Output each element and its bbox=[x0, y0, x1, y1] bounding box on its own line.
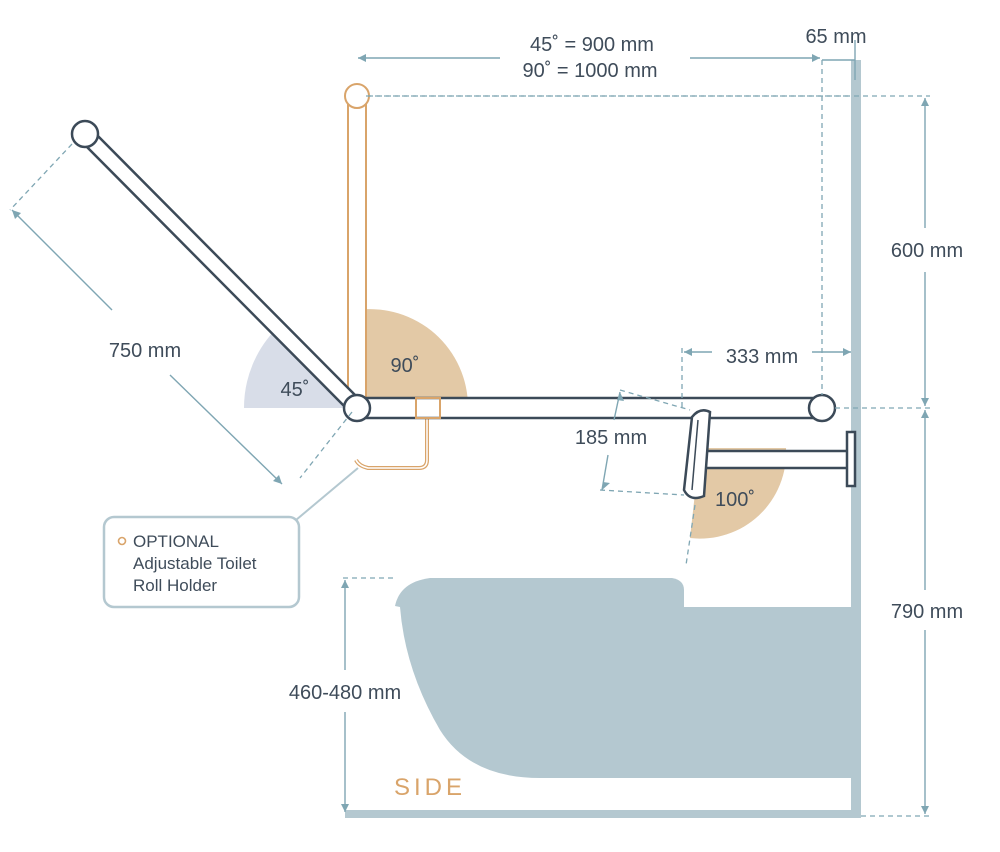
angle-100-sector bbox=[690, 448, 787, 539]
label-angle-90: 90˚ bbox=[391, 355, 420, 377]
dim-790 bbox=[921, 410, 929, 814]
floor bbox=[345, 810, 861, 818]
label-width-90: 90˚ = 1000 mm bbox=[522, 60, 657, 82]
dim-top-width bbox=[358, 54, 820, 62]
backrest-pad bbox=[682, 409, 712, 500]
label-angle-45: 45˚ bbox=[281, 379, 310, 401]
toilet-roll-holder bbox=[354, 416, 429, 470]
backrest-arm bbox=[702, 449, 850, 470]
wall-plate bbox=[845, 430, 857, 488]
callout-leader bbox=[295, 467, 359, 521]
callout-line-2: Adjustable Toilet bbox=[133, 554, 257, 573]
toilet-seat bbox=[395, 578, 684, 607]
dim-750 bbox=[11, 209, 283, 485]
label-600: 600 mm bbox=[891, 240, 963, 262]
label-750: 750 mm bbox=[109, 340, 181, 362]
dim-seat-height bbox=[341, 580, 349, 812]
callout-line-1: OPTIONAL bbox=[133, 532, 219, 551]
angle-90-sector bbox=[357, 309, 469, 408]
dim-65 bbox=[822, 40, 856, 80]
angled-rail bbox=[78, 127, 364, 415]
callout-box bbox=[102, 515, 301, 609]
label-65: 65 mm bbox=[805, 26, 866, 48]
callout-line-3: Roll Holder bbox=[133, 576, 217, 595]
label-angle-100: 100˚ bbox=[715, 489, 755, 511]
label-width-45: 45˚ = 900 mm bbox=[530, 34, 654, 56]
dim-600 bbox=[921, 98, 929, 406]
view-label: SIDE bbox=[394, 774, 466, 801]
optional-marker-icon bbox=[117, 536, 127, 546]
vertical-rail-end bbox=[344, 83, 370, 109]
horizontal-rail bbox=[355, 396, 824, 420]
label-790: 790 mm bbox=[891, 601, 963, 623]
angled-rail-end bbox=[70, 119, 100, 149]
label-185: 185 mm bbox=[575, 427, 647, 449]
label-seat-height: 460-480 mm bbox=[289, 682, 401, 704]
horizontal-rail-end bbox=[807, 393, 837, 423]
vertical-rail bbox=[347, 95, 367, 409]
label-333: 333 mm bbox=[726, 346, 798, 368]
dim-185 bbox=[601, 391, 624, 491]
corner-joint bbox=[342, 393, 372, 423]
toilet-bowl bbox=[400, 607, 851, 778]
dim-333 bbox=[684, 348, 851, 356]
